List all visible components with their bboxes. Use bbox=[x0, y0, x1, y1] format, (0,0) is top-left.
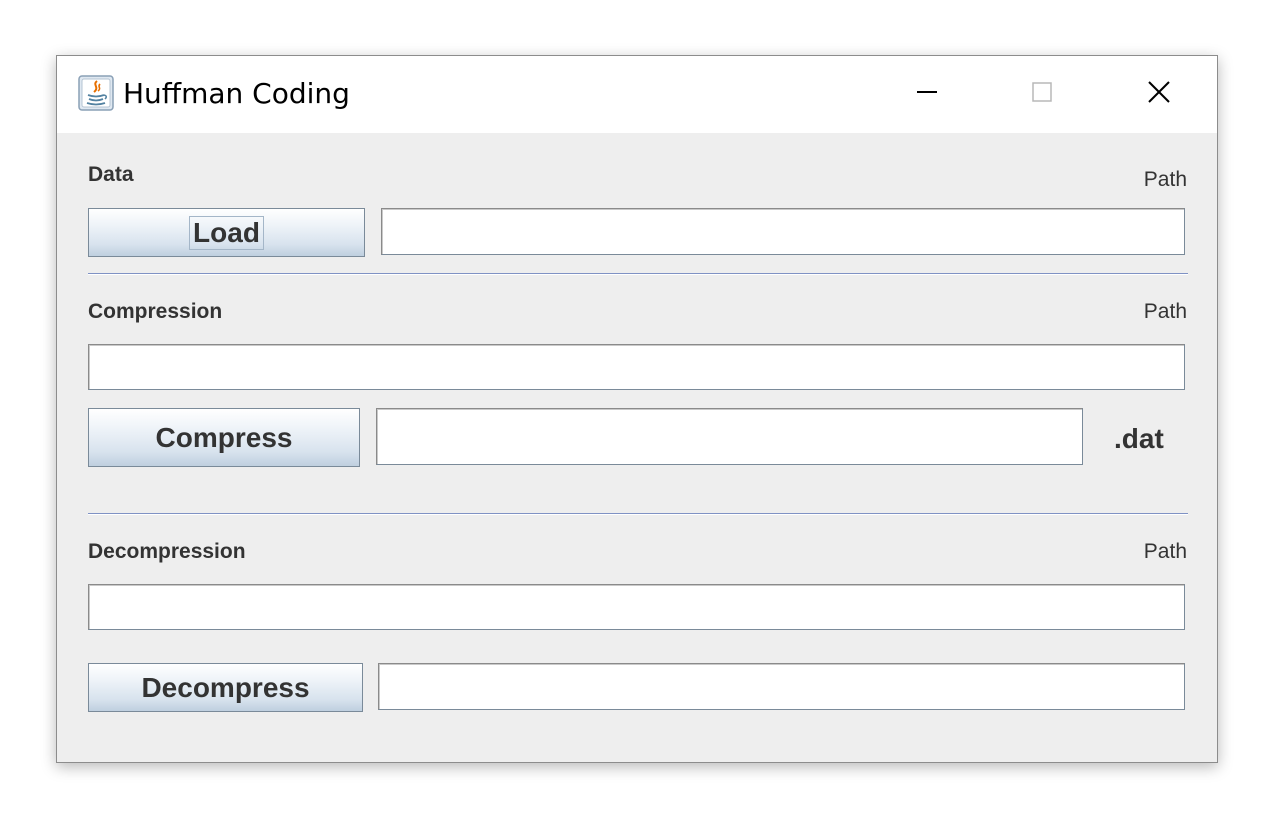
compression-path-input[interactable] bbox=[88, 344, 1185, 390]
minimize-icon bbox=[917, 91, 937, 93]
compress-button[interactable]: Compress bbox=[88, 408, 360, 467]
window-title: Huffman Coding bbox=[123, 77, 350, 110]
decompression-path-label: Path bbox=[1143, 540, 1187, 563]
data-path-label: Path bbox=[1143, 168, 1187, 191]
separator-data bbox=[88, 273, 1188, 275]
separator-compression bbox=[88, 513, 1188, 515]
decompression-path-input[interactable] bbox=[88, 584, 1185, 630]
minimize-button[interactable] bbox=[897, 70, 957, 114]
decompression-section-label: Decompression bbox=[88, 540, 246, 563]
decompress-button[interactable]: Decompress bbox=[88, 663, 363, 712]
load-button-label: Load bbox=[189, 215, 264, 250]
load-button[interactable]: Load bbox=[88, 208, 365, 257]
data-section-label: Data bbox=[88, 163, 134, 186]
title-bar[interactable]: Huffman Coding bbox=[57, 56, 1217, 133]
java-app-icon bbox=[78, 75, 114, 111]
close-button[interactable] bbox=[1129, 70, 1189, 114]
decompressed-output-input[interactable] bbox=[378, 663, 1185, 710]
data-path-input[interactable] bbox=[381, 208, 1185, 255]
compression-section-label: Compression bbox=[88, 300, 223, 323]
app-window: Huffman Coding Data Path Load Compressio… bbox=[56, 55, 1218, 763]
close-icon bbox=[1148, 81, 1170, 103]
maximize-icon bbox=[1032, 82, 1052, 102]
compression-path-label: Path bbox=[1143, 300, 1187, 323]
dat-extension-label: .dat bbox=[1114, 423, 1164, 454]
maximize-button[interactable] bbox=[1012, 70, 1072, 114]
compressed-filename-input[interactable] bbox=[376, 408, 1083, 465]
